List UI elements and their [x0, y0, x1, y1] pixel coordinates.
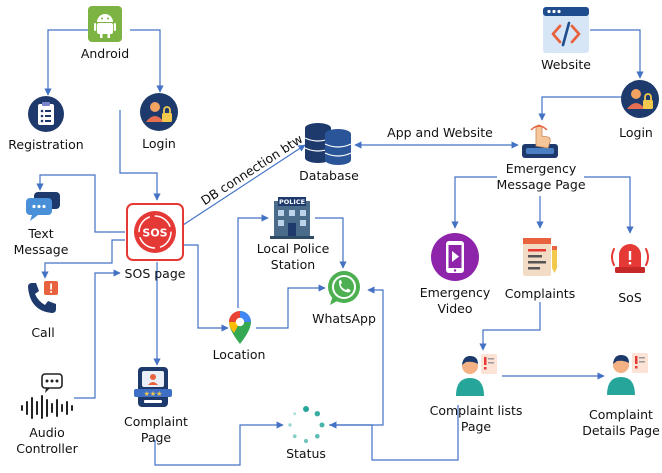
registration-label: Registration: [8, 137, 84, 152]
status-label: Status: [286, 446, 326, 461]
chat-bubbles-icon: [24, 190, 62, 222]
hand-press-icon: [520, 122, 560, 162]
edge-login-sos: [119, 110, 161, 201]
edge-sos-database: [182, 144, 306, 226]
login-app-icon: [140, 93, 178, 131]
edge-sos-location: [183, 244, 229, 332]
login-app-label: Login: [142, 136, 176, 151]
edge-complaint-status: [154, 421, 284, 466]
complaint-lists-page-label: Complaint lists Page: [429, 403, 523, 434]
audio-controller-label: Audio Controller: [16, 425, 78, 456]
edge-audio-sos: [74, 269, 121, 399]
voice-message-icon: [20, 372, 76, 420]
android-label: Android: [80, 46, 130, 61]
local-police-station-label: Local Police Station: [256, 241, 330, 272]
svg-text:POLICE: POLICE: [279, 198, 305, 206]
complaint-page-label: Complaint Page: [124, 414, 188, 445]
complaints-label: Complaints: [504, 286, 576, 301]
website-label: Website: [541, 57, 591, 72]
document-icon: [519, 236, 561, 278]
edge-emergency-sos: [584, 176, 634, 234]
edge-website-login: [590, 29, 644, 79]
svg-text:★★★: ★★★: [144, 390, 163, 398]
police-station-icon: POLICE: [270, 197, 314, 239]
text-message-label: Text Message: [13, 226, 69, 257]
edge-location-whatsapp: [256, 284, 326, 329]
edge-android-registration: [44, 29, 90, 96]
registration-clipboard-icon: [28, 96, 64, 132]
edge-location-police: [237, 214, 269, 308]
emergency-video-label: Emergency Video: [419, 285, 491, 316]
loading-spinner-icon: [287, 406, 325, 444]
login-web-icon: [621, 80, 659, 118]
edge-label-app-website: App and Website: [387, 125, 493, 140]
edge-sos-text: [36, 174, 125, 233]
edge-android-login: [130, 29, 164, 93]
sos-signal-icon: SOS: [126, 203, 184, 261]
edge-lists-status: [329, 405, 459, 461]
map-pin-icon: [227, 309, 253, 345]
edge-police-whatsapp: [315, 217, 347, 269]
call-label: Call: [31, 325, 55, 340]
edge-emergency-video: [451, 176, 497, 229]
edge-complaints-lists: [479, 302, 541, 351]
svg-text:SOS: SOS: [142, 227, 167, 240]
location-label: Location: [212, 347, 266, 362]
phone-alert-icon: [24, 279, 62, 317]
login-web-label: Login: [619, 125, 653, 140]
complaint-card-icon: ★★★: [134, 365, 174, 409]
whatsapp-icon: [325, 269, 363, 307]
sos-page-label: SOS page: [124, 266, 186, 281]
code-window-icon: [542, 6, 590, 54]
person-alert-icon: [455, 352, 499, 398]
edge-sos-call: [41, 239, 125, 279]
database-icon: [303, 120, 353, 166]
sos-label: SoS: [618, 290, 642, 305]
android-icon: [88, 6, 122, 42]
person-alert-icon: [606, 351, 650, 397]
video-phone-icon: [431, 233, 479, 281]
whatsapp-label: WhatsApp: [312, 311, 376, 326]
siren-icon: [609, 237, 651, 277]
complaint-details-page-label: Complaint Details Page: [582, 407, 660, 438]
database-label: Database: [299, 168, 359, 183]
emergency-message-page-label: Emergency Message Page: [496, 161, 586, 192]
